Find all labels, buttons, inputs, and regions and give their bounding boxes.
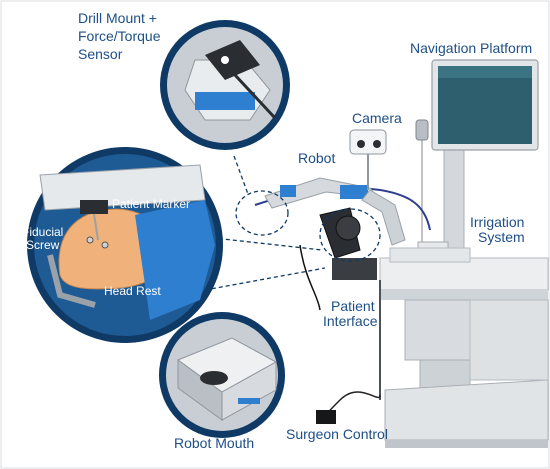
robot-mouth-callout [159, 312, 285, 438]
table-top [379, 257, 549, 291]
callout-connectors [204, 155, 381, 291]
operating-table [379, 247, 549, 448]
fiducial-screw-2 [101, 241, 109, 249]
patient-interface-body [332, 258, 377, 280]
force-torque-sensor [205, 40, 260, 80]
navigation-screen-header [438, 66, 532, 78]
patient-interface-focus [319, 208, 381, 262]
camera-lens-right [373, 140, 381, 148]
navigation-platform [415, 59, 539, 273]
mouth-blue-clip [238, 398, 260, 404]
camera-label: Camera [352, 110, 402, 126]
robot-joint-blue-2 [280, 185, 296, 197]
table-side-panel [469, 299, 549, 381]
patient-marker-body [80, 200, 108, 214]
interface-cable [299, 244, 321, 311]
sensor-bolt [221, 56, 229, 64]
head-rest-frame [47, 254, 96, 308]
patient-head-callout [27, 147, 223, 343]
table-base [384, 379, 549, 441]
connector-head-lower [204, 267, 326, 291]
fiducial-screw-label-line1: Fiducial [22, 225, 64, 239]
navigation-screen [438, 66, 532, 144]
robot-mouth-label: Robot Mouth [174, 435, 255, 451]
mouth-tray-right [221, 361, 277, 421]
fiducial-screw-1 [86, 236, 94, 244]
surgeon-control-label: Surgeon Control [286, 426, 388, 442]
robot-arm [254, 177, 431, 424]
table-base-foot [385, 440, 548, 448]
patient-marker-post [93, 213, 99, 241]
robot-label: Robot [298, 150, 336, 166]
table-column-upper [404, 299, 476, 361]
drill-mount-callout [160, 20, 290, 150]
surgical-drape [135, 200, 215, 320]
drill-mount-ring [195, 92, 255, 110]
drill-bit [233, 73, 277, 120]
patient-interface-label-line1: Patient [331, 298, 375, 314]
drill-mount-label-line3: Sensor [78, 46, 123, 62]
navigation-platform-label: Navigation Platform [410, 40, 533, 56]
table-edge [380, 290, 548, 300]
drill-mount-label-line1: Drill Mount + [78, 10, 157, 26]
camera [349, 129, 387, 190]
surgeon-control-pedal [316, 410, 336, 424]
table-pad [389, 247, 471, 263]
robot-joint-blue [340, 185, 368, 199]
mouth-opening [200, 371, 228, 385]
irrigation-system-label-line2: System [478, 229, 525, 245]
irrigation-system-label-line1: Irrigation [470, 214, 525, 230]
robot-mouth-ring [335, 215, 361, 241]
fiducial-screw-label-line2: Screw [26, 238, 60, 252]
patient-interface-label-line2: Interface [323, 313, 378, 329]
robot-link-lower [361, 189, 406, 246]
camera-body [349, 129, 387, 155]
camera-lens-left [357, 140, 365, 148]
drill-mount-focus [235, 190, 289, 236]
irrigation-bag [415, 119, 429, 141]
head-rest-label: Head Rest [104, 284, 161, 298]
connector-head-upper [204, 236, 323, 251]
patient-marker-label: Patient Marker [112, 197, 191, 211]
drill-mount-label-line2: Force/Torque [78, 28, 161, 44]
